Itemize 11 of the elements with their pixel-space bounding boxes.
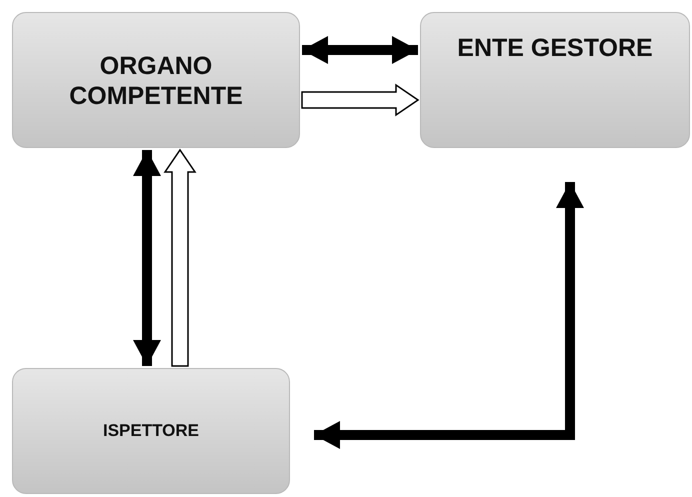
arrow [301,84,420,116]
node-label: ISPETTORE [102,420,200,442]
arrow [164,148,196,367]
node-label: ORGANO COMPETENTE [68,51,244,111]
process-box [420,12,690,148]
arrow [302,36,418,64]
node-label: ENTE GESTORE [457,33,653,63]
arrow [314,182,584,449]
arrow [133,150,161,366]
process-box [12,368,290,494]
process-box [12,12,300,148]
